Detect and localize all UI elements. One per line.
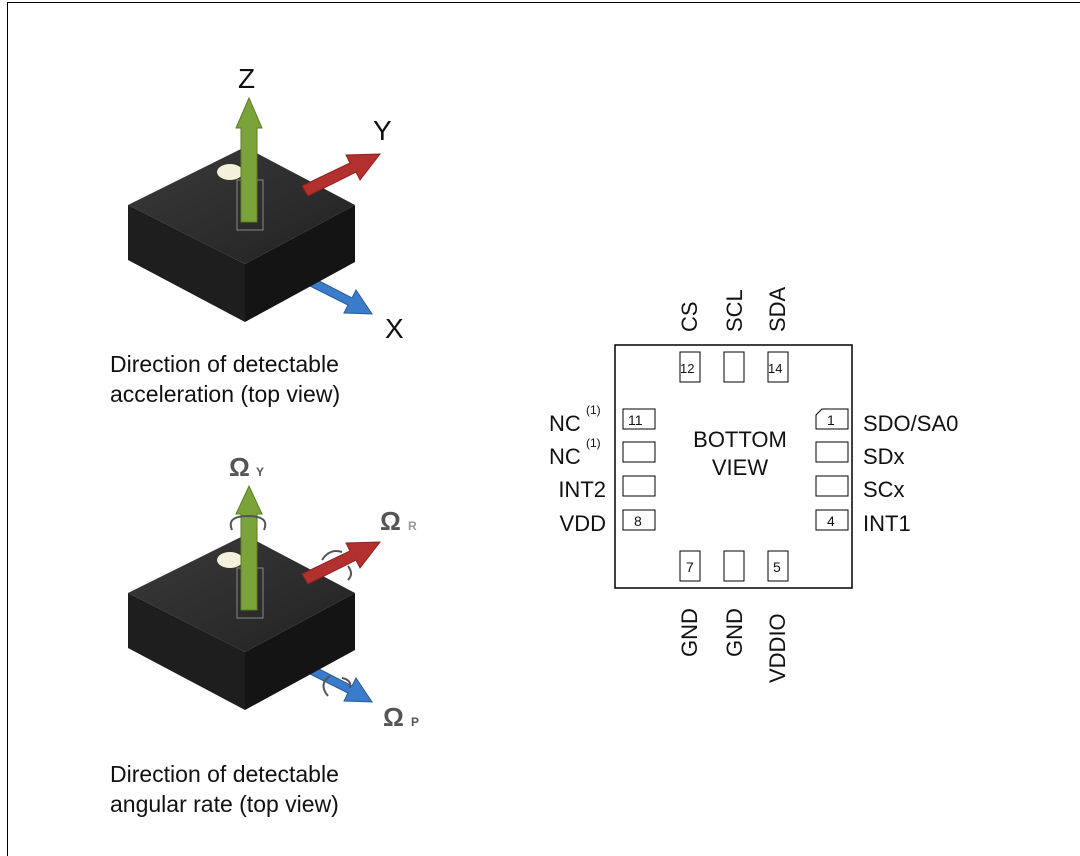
signal-sdx: SDx xyxy=(863,444,905,469)
pad-7-number: 7 xyxy=(686,559,694,575)
pad-4 xyxy=(815,509,849,531)
pad-8-number: 8 xyxy=(634,513,642,529)
gyro-caption: Direction of detectable angular rate (to… xyxy=(110,759,339,819)
package-bottom-view: 12 14 7 5 11 8 1 4 BOTTOM VIEW CS SCL SD… xyxy=(549,286,958,683)
gyro-roll-sub: R xyxy=(408,519,417,533)
signal-nc-2: NC xyxy=(549,444,581,469)
pad-1-number: 1 xyxy=(827,412,835,428)
signal-sda: SDA xyxy=(765,286,790,332)
signal-int2: INT2 xyxy=(558,477,606,502)
pitch-rotation-icon xyxy=(322,675,331,697)
pad-9 xyxy=(622,475,656,497)
accel-x-label: X xyxy=(385,313,404,344)
gyro-pitch-omega: Ω xyxy=(383,702,404,732)
pad-2 xyxy=(815,441,849,463)
figure-border xyxy=(7,2,1080,856)
accel-z-label: Z xyxy=(238,63,255,94)
pad-5 xyxy=(767,550,789,582)
signal-sdo-sa0: SDO/SA0 xyxy=(863,411,958,436)
bottom-view-line2: VIEW xyxy=(712,455,768,480)
accel-y-label: Y xyxy=(373,115,392,146)
pad-7 xyxy=(679,550,701,582)
pad-12-number: 12 xyxy=(680,361,694,376)
pad-10 xyxy=(622,441,656,463)
gyro-yaw-arrow xyxy=(229,484,267,619)
accel-caption: Direction of detectable acceleration (to… xyxy=(110,349,340,409)
roll-rotation-icon xyxy=(321,550,343,561)
gyro-roll-omega: Ω xyxy=(380,506,401,536)
signal-nc-1: NC xyxy=(549,411,581,436)
pad-11 xyxy=(622,408,656,430)
accel-z-arrow xyxy=(235,96,264,231)
pad-11-number: 11 xyxy=(628,412,643,428)
bottom-view-line1: BOTTOM xyxy=(693,427,787,452)
gyro-caption-line2: angular rate (top view) xyxy=(110,791,339,817)
pad-8 xyxy=(622,509,656,531)
pad-12 xyxy=(679,351,701,383)
pad-3 xyxy=(815,475,849,497)
gyro-caption-line1: Direction of detectable xyxy=(110,761,339,787)
signal-gnd-1: GND xyxy=(677,608,702,657)
pad-14 xyxy=(767,351,789,383)
pad-5-number: 5 xyxy=(773,559,781,575)
signal-gnd-2: GND xyxy=(722,608,747,657)
signal-scl: SCL xyxy=(722,289,747,332)
gyro-roll-arrow xyxy=(301,541,382,585)
pin1-dot-marker xyxy=(217,552,243,568)
accel-chip-group: Z Y X xyxy=(128,63,404,344)
signal-nc-1-note: (1) xyxy=(586,403,601,417)
pin1-dot-marker xyxy=(217,164,243,180)
pad-13 xyxy=(723,351,745,383)
signal-nc-2-note: (1) xyxy=(586,436,601,450)
pad-14-number: 14 xyxy=(768,361,782,376)
pad-1 xyxy=(815,408,849,430)
accel-caption-line2: acceleration (top view) xyxy=(110,381,341,407)
gyro-yaw-sub: Y xyxy=(256,465,264,479)
pad-4-number: 4 xyxy=(827,513,835,529)
signal-vdd: VDD xyxy=(560,511,606,536)
accel-y-arrow xyxy=(301,153,382,197)
gyro-chip-group: Ω Y Ω R Ω P xyxy=(128,452,419,732)
signal-vddio: VDDIO xyxy=(765,613,790,683)
gyro-yaw-omega: Ω xyxy=(229,452,250,482)
package-outline xyxy=(614,344,853,589)
pad-6 xyxy=(723,550,745,582)
accel-caption-line1: Direction of detectable xyxy=(110,351,339,377)
signal-cs: CS xyxy=(677,301,702,332)
signal-int1: INT1 xyxy=(863,511,911,536)
signal-scx: SCx xyxy=(863,477,905,502)
gyro-pitch-sub: P xyxy=(411,715,419,729)
yaw-rotation-icon xyxy=(229,514,267,531)
